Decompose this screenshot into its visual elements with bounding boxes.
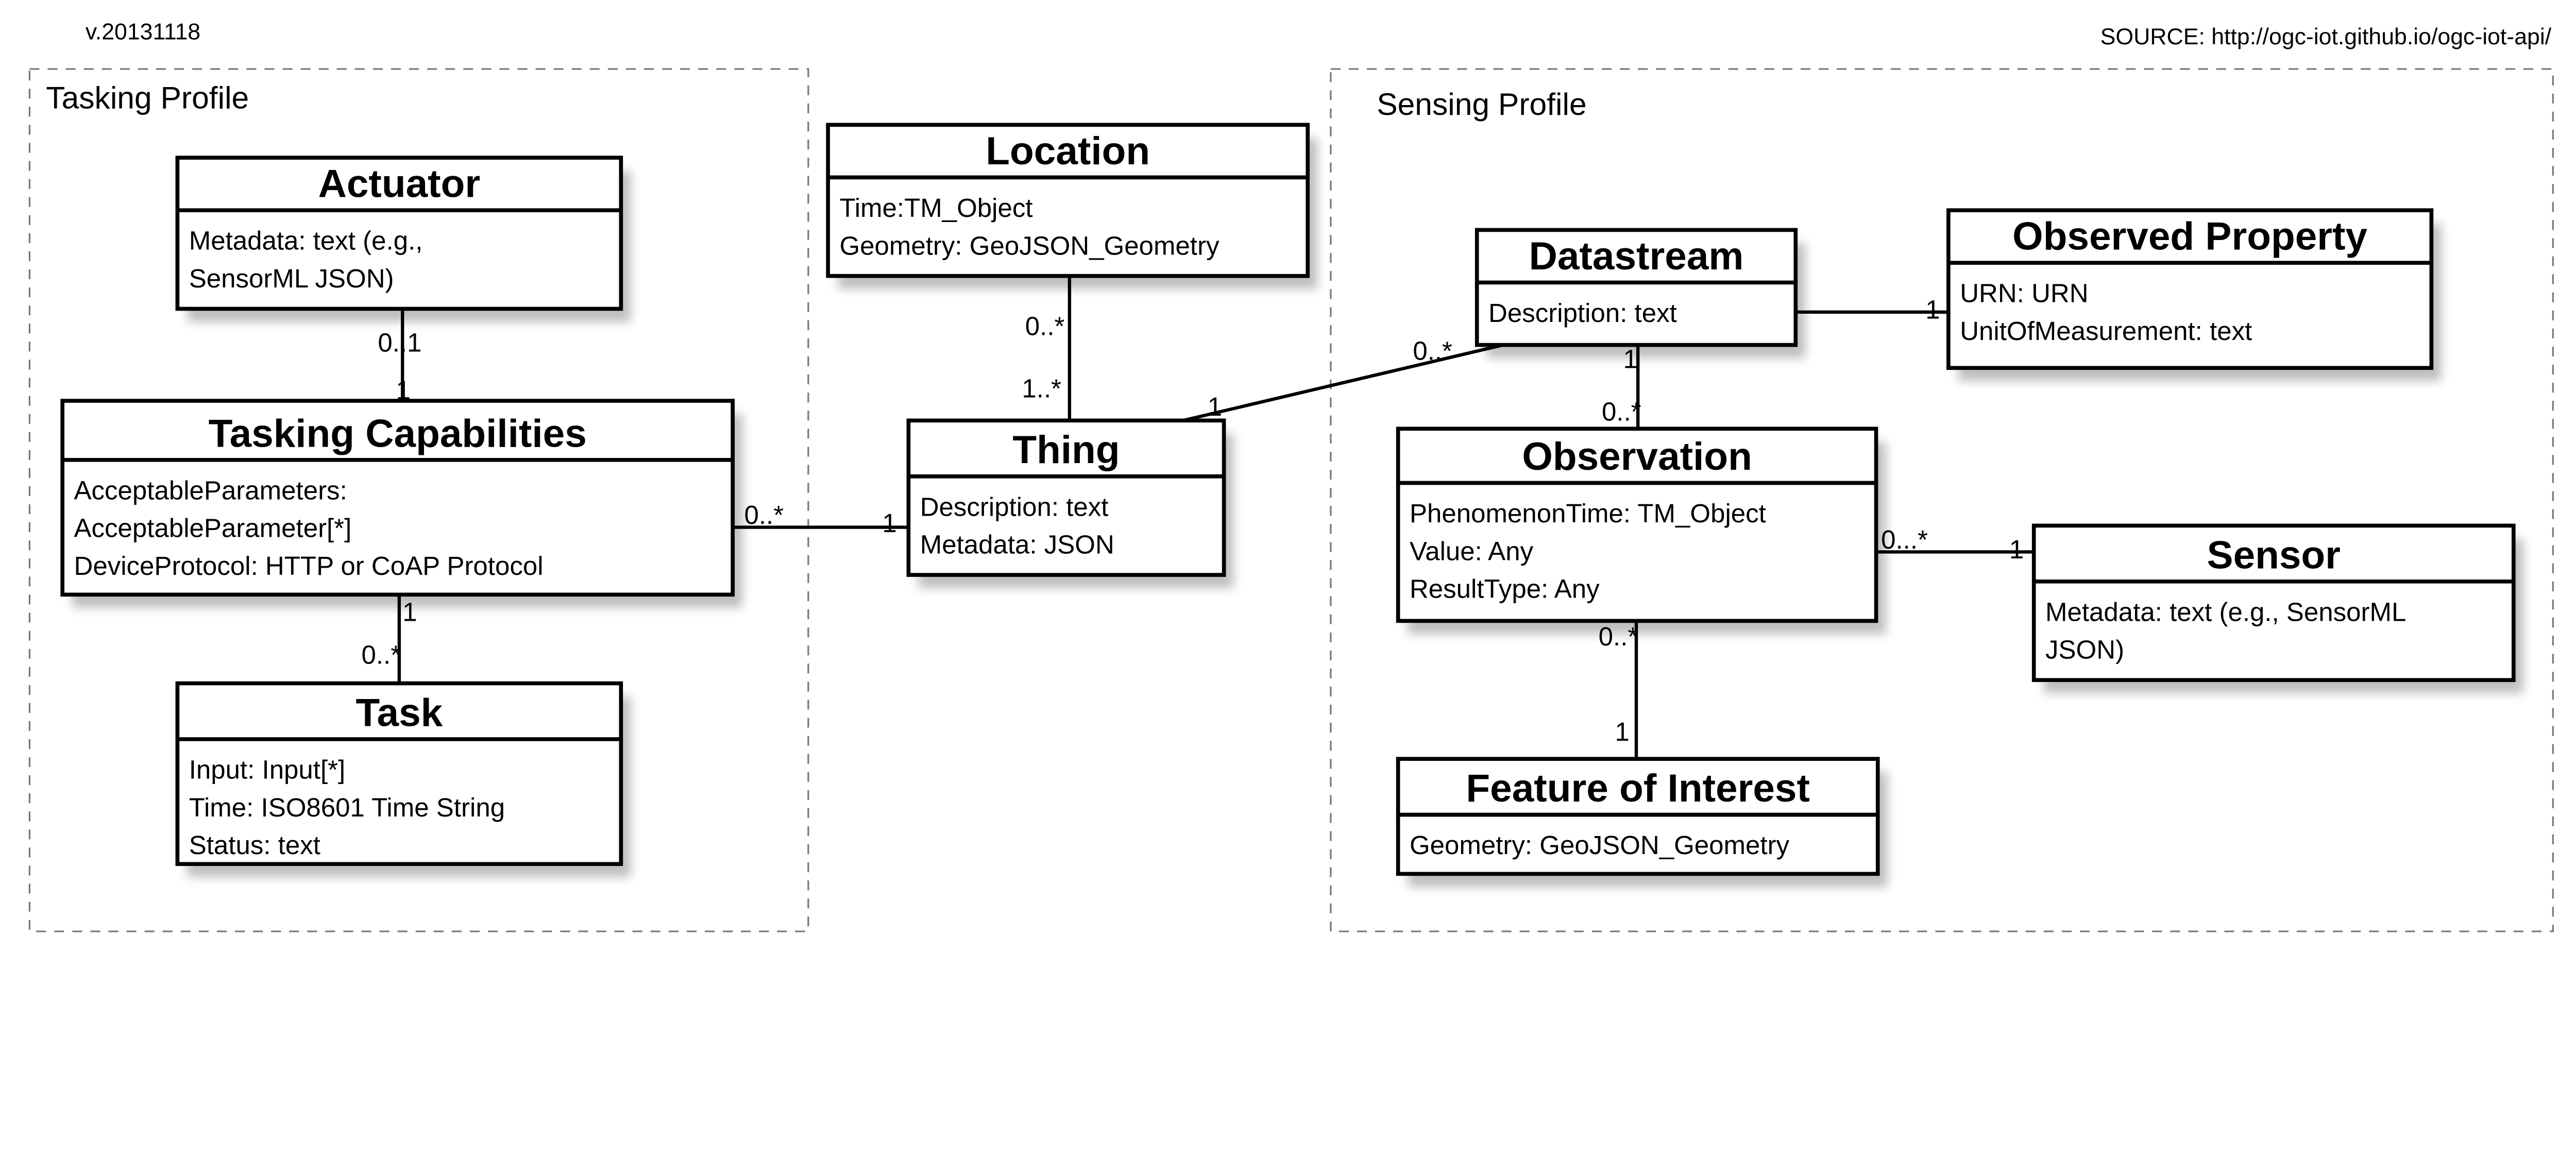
- multiplicity-label: 0..*: [362, 640, 401, 669]
- class-attribute: Geometry: GeoJSON_Geometry: [839, 231, 1219, 260]
- class-name: Task: [356, 691, 443, 735]
- class-attribute: PhenomenonTime: TM_Object: [1410, 499, 1766, 528]
- class-tasking-capabilities[interactable]: Tasking CapabilitiesAcceptableParameters…: [60, 399, 743, 608]
- class-attribute: Metadata: JSON: [920, 530, 1114, 559]
- version-label: v.20131118: [86, 20, 200, 45]
- multiplicity-labels: 0..1110..*0..*10..*1..*10..*110..*0...*1…: [362, 295, 2024, 747]
- class-name: Observation: [1522, 435, 1752, 479]
- sensing-profile-frame: [1330, 68, 2554, 932]
- class-box: [2031, 523, 2516, 682]
- multiplicity-label: 1: [1623, 344, 1638, 373]
- class-name: Feature of Interest: [1466, 767, 1810, 810]
- class-attribute: Description: text: [920, 492, 1109, 521]
- multiplicity-label: 1: [1208, 392, 1222, 421]
- multiplicity-label: 1: [1615, 717, 1630, 746]
- class-attribute: JSON): [2045, 635, 2124, 665]
- sensing-profile-label: Sensing Profile: [1377, 87, 1586, 122]
- multiplicity-label: 0..*: [1025, 312, 1065, 341]
- class-attribute: Value: Any: [1410, 536, 1534, 566]
- class-name: Datastream: [1529, 234, 1744, 278]
- source-label: SOURCE: http://ogc-iot.github.io/ogc-iot…: [2100, 24, 2552, 49]
- class-attribute: Status: text: [189, 830, 320, 860]
- multiplicity-label: 1: [882, 508, 896, 538]
- class-box: [1396, 427, 1878, 623]
- multiplicity-label: 0..*: [1602, 397, 1641, 426]
- uml-diagram: v.20131118 SOURCE: http://ogc-iot.github…: [28, 20, 2554, 932]
- class-box: [60, 399, 735, 597]
- class-attribute: AcceptableParameters:: [74, 475, 347, 505]
- class-attribute: Time: ISO8601 Time String: [189, 793, 505, 822]
- tasking-profile-label: Tasking Profile: [46, 80, 249, 115]
- class-name: Sensor: [2207, 533, 2341, 577]
- class-name: Actuator: [318, 162, 481, 206]
- class-name: Tasking Capabilities: [209, 412, 587, 455]
- class-attribute: Geometry: GeoJSON_Geometry: [1410, 830, 1790, 860]
- multiplicity-label: 0..*: [1413, 336, 1452, 365]
- class-attribute: Metadata: text (e.g.,: [189, 226, 423, 256]
- class-box: [906, 418, 1226, 577]
- multiplicity-label: 1..*: [1022, 374, 1061, 403]
- class-attribute: Input: Input[*]: [189, 755, 345, 784]
- association-thing-datastream: [1182, 343, 1504, 422]
- class-name: Thing: [1012, 428, 1120, 472]
- multiplicity-label: 1: [2009, 535, 2024, 564]
- class-box: [1946, 208, 2434, 370]
- tasking-profile-frame: [28, 68, 809, 932]
- multiplicity-label: 1: [402, 597, 417, 626]
- multiplicity-label: 1: [396, 376, 410, 405]
- class-attribute: Description: text: [1488, 298, 1677, 328]
- class-attribute: ResultType: Any: [1410, 574, 1600, 604]
- class-attribute: AcceptableParameter[*]: [74, 514, 351, 543]
- multiplicity-label: 0..1: [378, 328, 421, 357]
- multiplicity-label: 0..*: [744, 500, 784, 530]
- multiplicity-label: 0..*: [1599, 622, 1638, 651]
- class-attribute: Time:TM_Object: [839, 193, 1032, 223]
- class-name: Location: [986, 129, 1150, 173]
- multiplicity-label: 1: [1925, 295, 1940, 325]
- class-attribute: URN: URN: [1960, 279, 2088, 308]
- association-lines: [397, 276, 2034, 759]
- class-box: [175, 156, 623, 311]
- class-attribute: SensorML JSON): [189, 264, 394, 293]
- class-box: [1475, 228, 1798, 347]
- multiplicity-label: 0...*: [1881, 525, 1928, 554]
- class-attribute: UnitOfMeasurement: text: [1960, 316, 2252, 346]
- class-box: [826, 123, 1310, 278]
- class-attribute: DeviceProtocol: HTTP or CoAP Protocol: [74, 551, 543, 581]
- class-name: Observed Property: [2012, 215, 2367, 259]
- class-attribute: Metadata: text (e.g., SensorML: [2045, 597, 2406, 626]
- class-box: [175, 681, 623, 866]
